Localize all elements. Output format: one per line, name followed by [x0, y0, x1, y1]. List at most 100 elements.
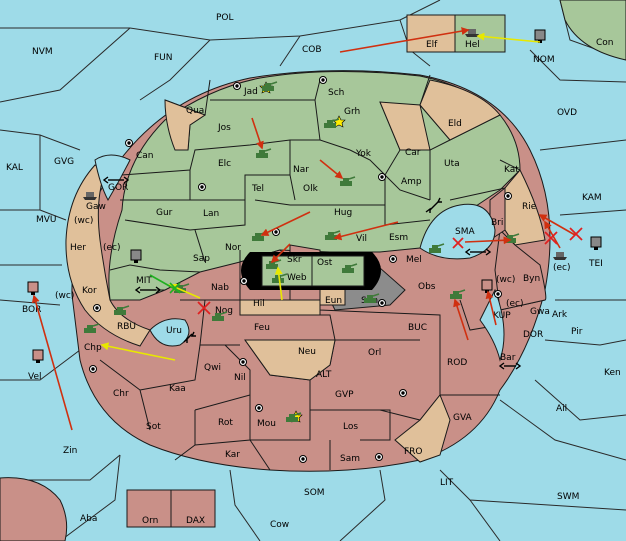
label-COB: COB	[302, 45, 322, 55]
label-Sap: Sap	[193, 254, 210, 264]
failed-markers	[197, 227, 583, 315]
tank-icon	[429, 243, 445, 253]
label-Pir: DOR	[523, 330, 543, 340]
label-Ark: RBU	[117, 322, 136, 332]
label-Rie: Rie	[522, 202, 537, 212]
double-arrow-icon	[102, 176, 130, 184]
label-Mel: Mel	[406, 255, 422, 265]
label-Byn: Byn	[523, 274, 540, 284]
label-TEI: TEI	[588, 259, 603, 269]
channel-connectors	[102, 176, 522, 370]
ship-icon	[553, 252, 567, 260]
fail-x-icon	[544, 231, 558, 245]
province-Byn	[494, 228, 547, 311]
label-Orl: ROD	[447, 358, 467, 368]
label-Yok: Yok	[355, 149, 372, 159]
label-Eun: Eun	[325, 296, 342, 306]
double-arrow-icon	[464, 248, 492, 256]
label-ALT: Ken	[604, 368, 621, 378]
label-Eld: Eld	[448, 119, 462, 129]
army-marker-icon	[130, 249, 142, 263]
label-Rot: Mou	[257, 419, 276, 429]
label-Esm: Esm	[389, 233, 408, 243]
label-Chp: Neu	[298, 347, 316, 357]
supply-center-icon	[494, 290, 502, 298]
label-SMA: SMA	[455, 227, 475, 237]
label-RBU: Uru	[166, 326, 182, 336]
supply-center-icon	[240, 277, 248, 285]
fail-x-icon	[569, 227, 583, 241]
label-Hil: Hil	[253, 299, 265, 309]
tank-icon	[114, 305, 130, 315]
label-ROD: Bar	[500, 353, 516, 363]
label-MVU: MVU	[36, 215, 57, 225]
label-Kar: Sam	[340, 454, 360, 464]
green-cross	[169, 282, 181, 294]
double-arrow-icon	[498, 362, 522, 370]
label-Amp: Amp	[401, 177, 422, 187]
supply-center-icon	[89, 365, 97, 373]
label-Elc: Elc	[218, 159, 231, 169]
province-Qua	[164, 99, 207, 151]
supply-center-icon	[93, 304, 101, 312]
label-Nor: Nor	[225, 243, 241, 253]
move-orders	[31, 27, 576, 431]
double-arrow-icon	[425, 197, 442, 213]
label-POL: POL	[216, 13, 234, 23]
province-Uru	[239, 299, 321, 316]
label-SWM: Aba	[80, 514, 97, 524]
label-Grh: Grh	[344, 107, 360, 117]
label-Lan: Lan	[203, 209, 219, 219]
label-Gaw: Gaw	[86, 202, 106, 212]
label-Qwi: Nil	[234, 373, 246, 383]
tank-icon	[256, 148, 272, 158]
unit-markers	[27, 29, 602, 363]
label-Feu: BUC	[408, 323, 427, 333]
province-Orn	[170, 489, 216, 528]
label-KAL: KAL	[6, 163, 23, 173]
label-Gwa: Gwa	[530, 307, 550, 317]
label-Qua: Qua	[186, 106, 204, 116]
supply-center-icon	[378, 299, 386, 307]
supply-center-icon	[233, 82, 241, 90]
label-Zin: Kar	[225, 450, 240, 460]
ship-icon	[83, 192, 97, 200]
label-Tel: Tel	[251, 184, 264, 194]
supply-center-icon	[319, 76, 327, 84]
double-arrow-icon	[183, 331, 196, 343]
sea-RBU	[149, 318, 190, 347]
label-Los: GVA	[453, 413, 473, 423]
army-marker-icon	[27, 281, 39, 295]
label-BOR: BOR	[22, 305, 41, 315]
province-Cow	[0, 477, 68, 541]
province-Eld	[419, 79, 501, 141]
label-Kat: Kat	[504, 165, 519, 175]
label-Aba: Orn	[142, 516, 158, 526]
supply-center-icon	[504, 192, 512, 200]
supply-center-icon	[299, 455, 307, 463]
label-ec-gwa: Ark	[552, 310, 568, 320]
tank-icon	[84, 323, 100, 333]
label-Elf: Elf	[426, 40, 438, 50]
fail-x-icon	[452, 237, 464, 249]
hold-order	[149, 274, 181, 293]
supply-center-icon	[389, 255, 397, 263]
label-Nar: Nar	[293, 165, 309, 175]
label-DOR: Vel	[28, 372, 42, 382]
label-Uru: Feu	[254, 323, 270, 333]
tank-icon	[262, 81, 278, 91]
label-NVM: NVM	[32, 47, 53, 57]
label-FUN: FUN	[154, 53, 173, 63]
label-LIT: SOM	[304, 488, 325, 498]
label-MIT: MIT	[136, 276, 152, 286]
label-ec-tei: (ec)	[553, 263, 571, 273]
supply-center-icon	[239, 358, 247, 366]
label-Gur: Gur	[156, 208, 173, 218]
label-KAM: KAM	[582, 193, 602, 203]
label-Bri: Bri	[491, 218, 503, 228]
label-Ail: Sot	[146, 422, 161, 432]
label-ec-her: (ec)	[103, 243, 121, 253]
label-OVD: OVD	[557, 108, 577, 118]
